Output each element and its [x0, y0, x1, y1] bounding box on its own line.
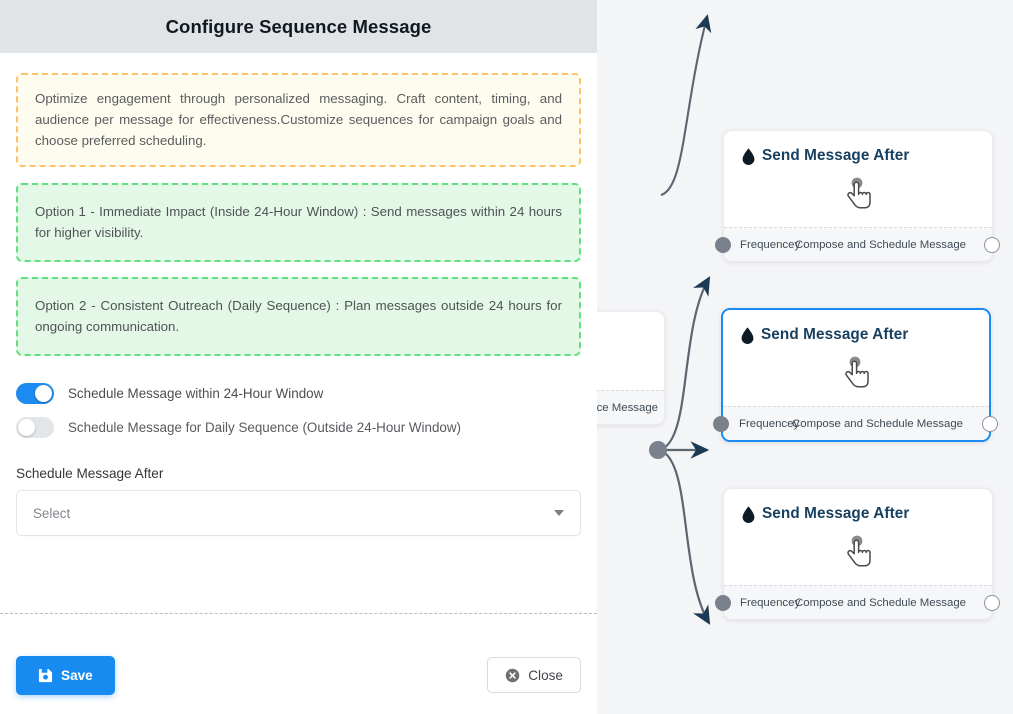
node-output-label: Compose and Schedule Message: [795, 238, 966, 251]
node-input-label: Frequencey: [740, 596, 801, 609]
toggle-knob: [18, 418, 35, 436]
node-header: Send Message After: [723, 310, 989, 344]
node-output-handle[interactable]: [982, 415, 998, 432]
node-body: [723, 344, 989, 406]
floppy-disk-icon: [38, 668, 53, 683]
node-output-label: Compose and Schedule Message: [795, 596, 966, 609]
source-output-handle[interactable]: [649, 441, 667, 459]
node-send-message-after-2[interactable]: Send Message After Frequencey Compose an…: [713, 308, 998, 442]
close-button[interactable]: Close: [487, 657, 581, 693]
flow-edges-main: [659, 276, 711, 625]
schedule-message-after-label: Schedule Message After: [16, 466, 164, 481]
pointer-hand-icon: [841, 534, 875, 574]
pointer-hand-icon: [839, 355, 873, 395]
toggle-schedule-daily-sequence[interactable]: [16, 416, 54, 438]
option-2-note: Option 2 - Consistent Outreach (Daily Se…: [16, 277, 581, 356]
droplet-icon: [741, 326, 754, 344]
node-input-handle[interactable]: [715, 236, 731, 253]
save-button-label: Save: [61, 667, 93, 683]
toggle-label-daily-sequence: Schedule Message for Daily Sequence (Out…: [68, 419, 461, 435]
toggle-row-within-24h[interactable]: Schedule Message within 24-Hour Window: [16, 376, 581, 410]
info-note: Optimize engagement through personalized…: [16, 73, 581, 167]
page-title: Configure Sequence Message: [165, 15, 432, 37]
option-1-note: Option 1 - Immediate Impact (Inside 24-H…: [16, 183, 581, 262]
node-body: [724, 523, 992, 585]
node-title: Send Message After: [761, 326, 909, 343]
node-header: Send Message After: [724, 489, 992, 523]
schedule-message-after-select[interactable]: Select: [16, 490, 581, 536]
flow-canvas[interactable]: ce Message Send Message After: [597, 0, 1013, 714]
panel-footer: Save Close: [0, 614, 597, 714]
node-send-message-after-3[interactable]: Send Message After Frequencey Compose an…: [715, 488, 1000, 620]
node-input-label: Frequencey: [740, 238, 801, 251]
footer-divider: [0, 613, 597, 614]
droplet-icon: [742, 147, 755, 165]
node-upstream-partial[interactable]: ce Message: [597, 311, 665, 425]
node-input-label: Frequencey: [739, 417, 800, 430]
node-output-label: Compose and Schedule Message: [792, 417, 963, 430]
node-title: Send Message After: [762, 147, 910, 164]
node-input-handle[interactable]: [713, 415, 729, 432]
node-input-handle[interactable]: [715, 594, 731, 611]
node-body: [597, 328, 664, 390]
panel-body: Optimize engagement through personalized…: [0, 53, 597, 613]
node-send-message-after-1[interactable]: Send Message After Frequencey Compose an…: [715, 130, 1000, 262]
node-footer: Frequencey Compose and Schedule Message: [713, 406, 998, 440]
select-value: Select: [33, 505, 71, 521]
node-output-handle[interactable]: [984, 236, 1000, 253]
toggle-row-daily-sequence[interactable]: Schedule Message for Daily Sequence (Out…: [16, 410, 581, 444]
toggle-label-within-24h: Schedule Message within 24-Hour Window: [68, 385, 324, 401]
node-body: [724, 165, 992, 227]
node-header: Send Message After: [724, 131, 992, 165]
flow-edges: [660, 14, 712, 197]
close-circle-icon: [505, 668, 520, 683]
node-output-handle[interactable]: [984, 594, 1000, 611]
node-title: Send Message After: [762, 505, 910, 522]
node-footer: ce Message: [597, 390, 664, 424]
save-button[interactable]: Save: [16, 655, 115, 695]
pointer-hand-icon: [841, 176, 875, 216]
panel-header: Configure Sequence Message: [0, 0, 597, 53]
node-footer: Frequencey Compose and Schedule Message: [715, 227, 1000, 261]
toggle-schedule-within-24h[interactable]: [16, 382, 54, 404]
node-footer: Frequencey Compose and Schedule Message: [715, 585, 1000, 619]
droplet-icon: [742, 505, 755, 523]
close-button-label: Close: [528, 667, 563, 683]
node-output-label: ce Message: [597, 401, 658, 414]
configure-sequence-panel: Configure Sequence Message Optimize enga…: [0, 0, 597, 714]
toggle-knob: [35, 384, 52, 402]
schedule-message-after-field: Schedule Message After Select: [16, 466, 581, 536]
chevron-down-icon: [554, 510, 564, 516]
